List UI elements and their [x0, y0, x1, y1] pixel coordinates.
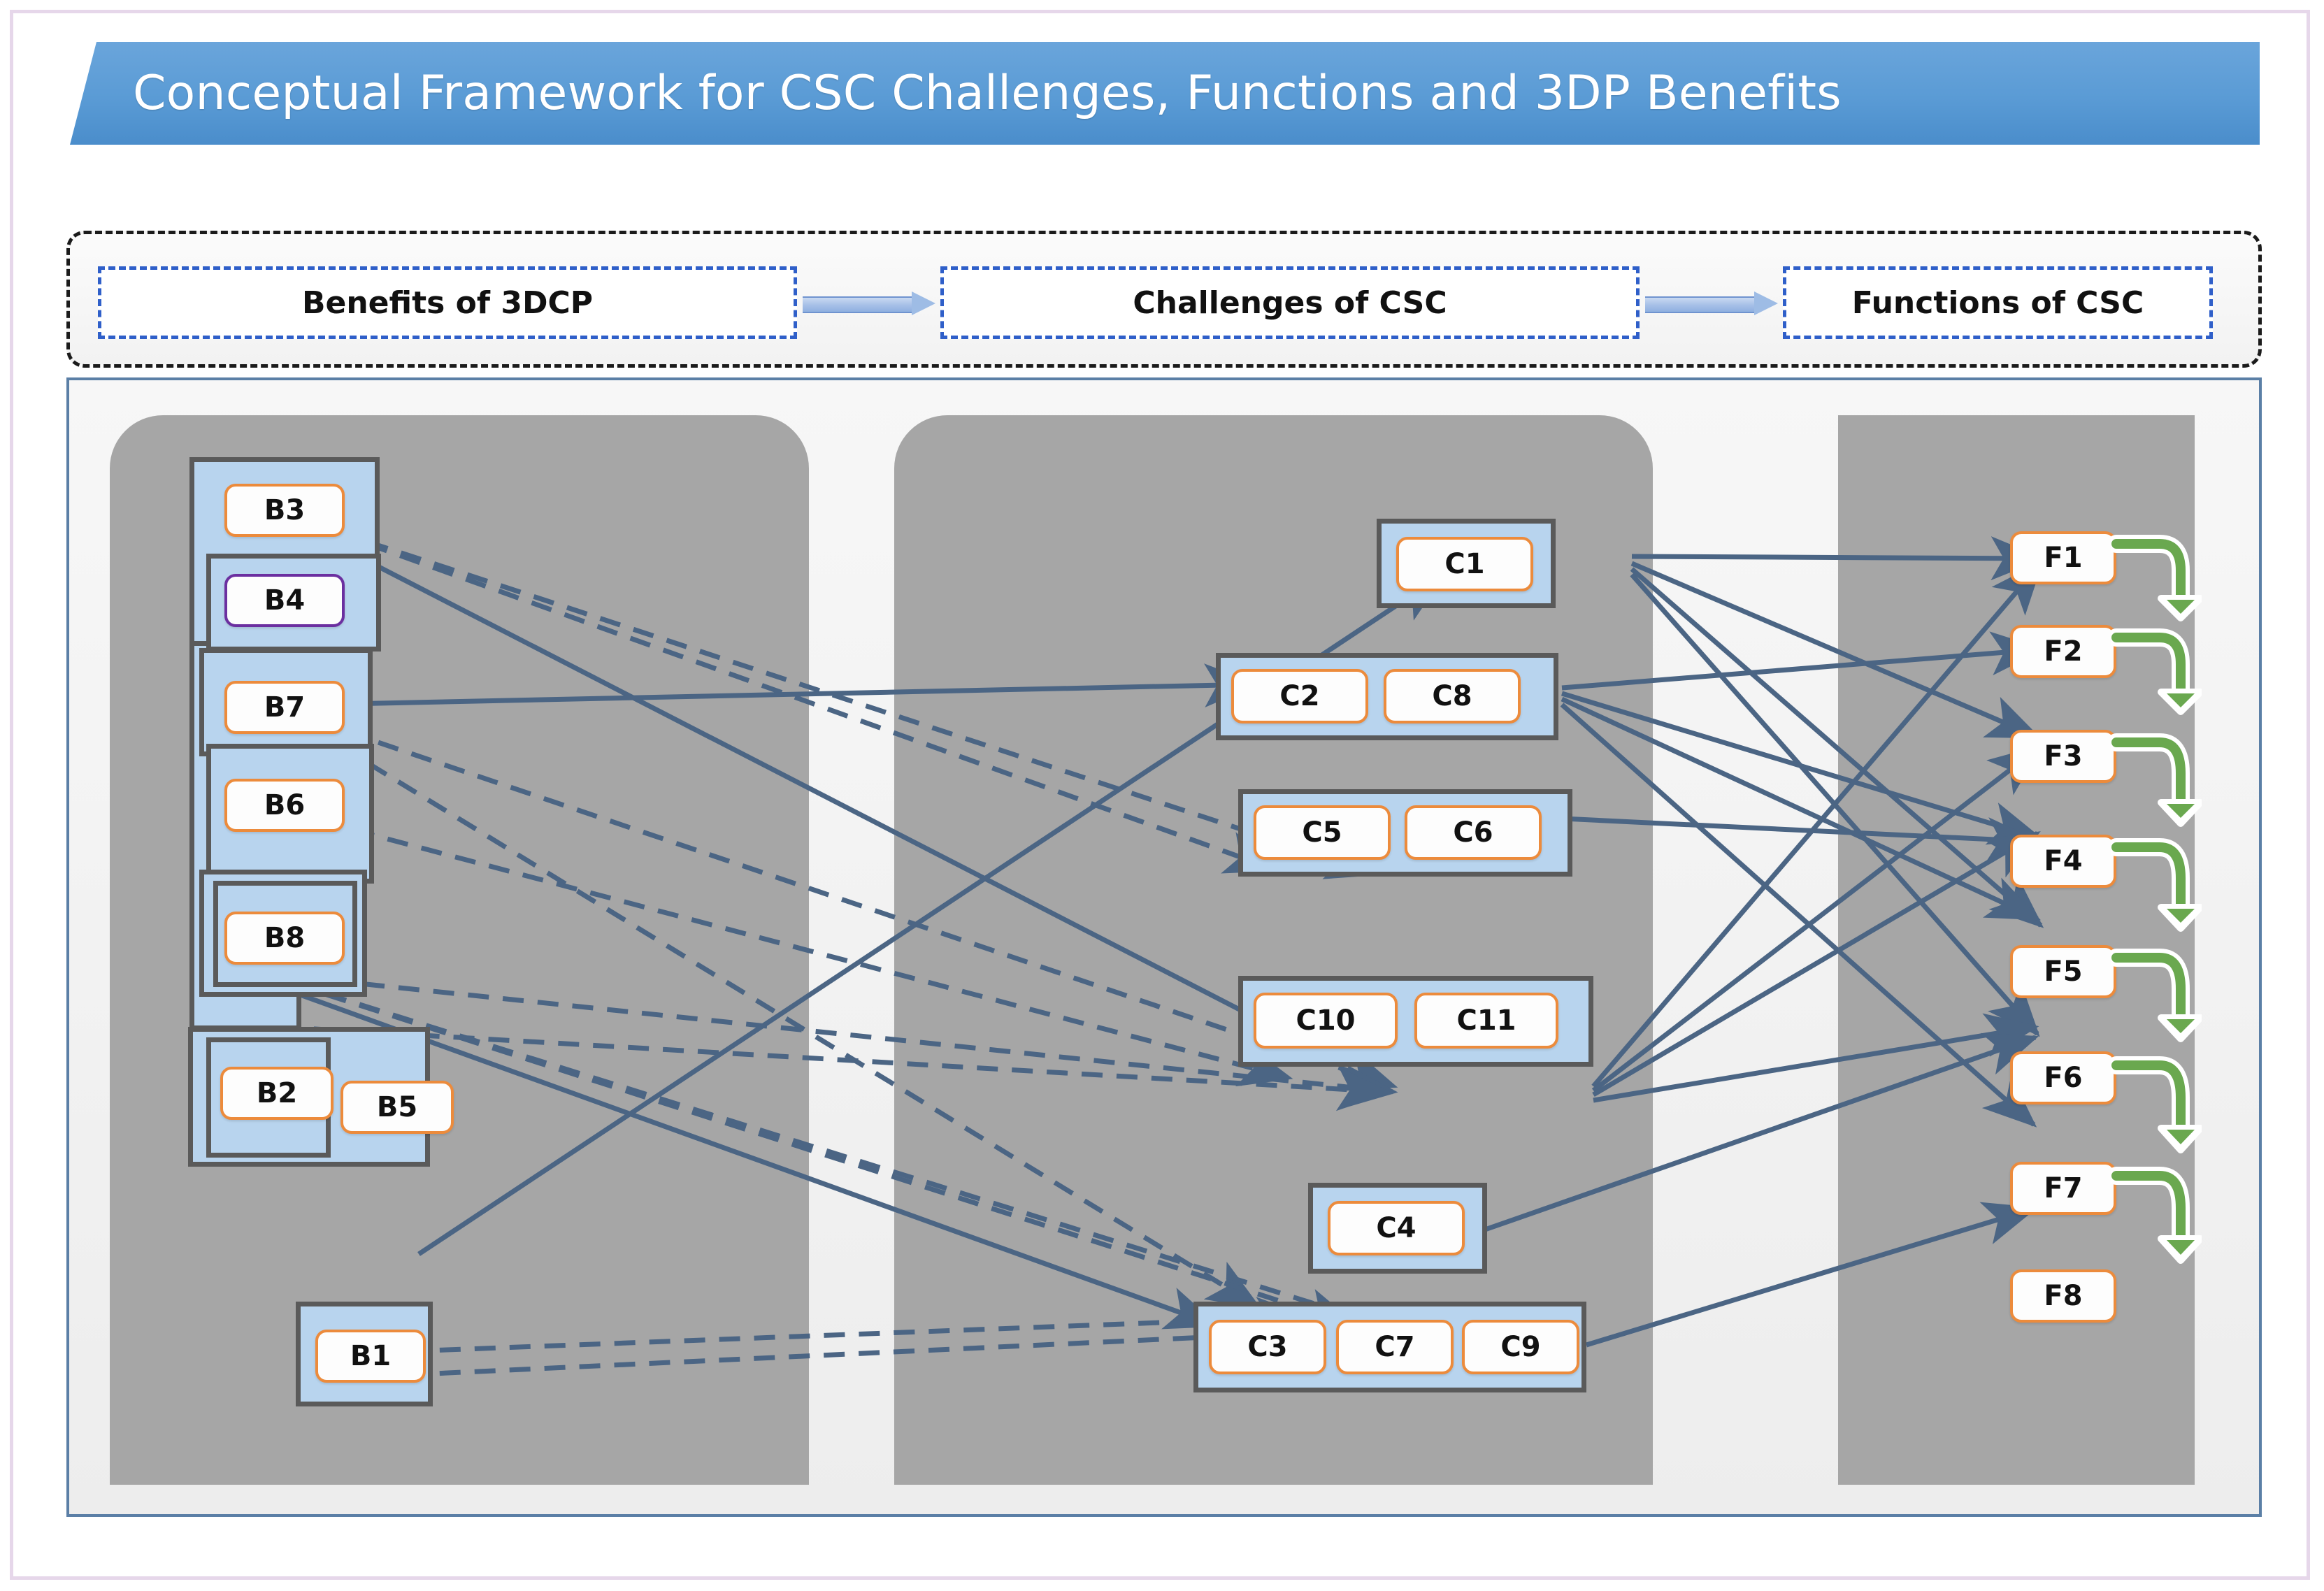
node-f2[interactable]: F2	[2010, 625, 2116, 678]
main-body-panel: B3 B4 B7 B6 B8 B2 B5 B1 C1 C2 C8 C5 C6	[66, 377, 2262, 1517]
node-b3[interactable]: B3	[224, 484, 345, 537]
node-f8[interactable]: F8	[2010, 1269, 2116, 1323]
loop-arrow-icon-f6	[2111, 1056, 2202, 1153]
node-f7[interactable]: F7	[2010, 1162, 2116, 1215]
node-c7[interactable]: C7	[1336, 1320, 1454, 1374]
node-f1[interactable]: F1	[2010, 531, 2116, 584]
arrow-shaft	[1645, 296, 1754, 313]
node-c4[interactable]: C4	[1328, 1201, 1465, 1255]
node-b8[interactable]: B8	[224, 912, 345, 965]
loop-arrow-icon-f4	[2111, 838, 2202, 932]
node-c8[interactable]: C8	[1384, 669, 1521, 723]
title-banner: Conceptual Framework for CSC Challenges,…	[70, 42, 2260, 145]
node-c10[interactable]: C10	[1254, 993, 1398, 1049]
node-b4[interactable]: B4	[224, 574, 345, 627]
header-strip: Benefits of 3DCP Challenges of CSC Funct…	[66, 231, 2262, 368]
loop-arrow-icon-f2	[2111, 628, 2202, 715]
node-c2[interactable]: C2	[1231, 669, 1368, 723]
node-c5[interactable]: C5	[1254, 805, 1391, 860]
arrow-right-icon-1	[803, 291, 935, 315]
node-c9[interactable]: C9	[1462, 1320, 1579, 1374]
node-f3[interactable]: F3	[2010, 730, 2116, 783]
arrow-right-icon-2	[1645, 291, 1778, 315]
node-c6[interactable]: C6	[1405, 805, 1542, 860]
arrow-shaft	[803, 296, 912, 313]
header-benefits-box[interactable]: Benefits of 3DCP	[98, 266, 797, 339]
node-f6[interactable]: F6	[2010, 1051, 2116, 1104]
node-b7[interactable]: B7	[224, 681, 345, 734]
loop-arrow-icon-f5	[2111, 949, 2202, 1042]
header-functions-box[interactable]: Functions of CSC	[1783, 266, 2213, 339]
loop-arrow-icon-f7	[2111, 1167, 2202, 1264]
loop-arrow-icon-f1	[2111, 535, 2202, 621]
page-title: Conceptual Framework for CSC Challenges,…	[133, 66, 1842, 121]
loop-arrow-icon-f3	[2111, 733, 2202, 827]
arrow-head	[912, 291, 935, 315]
arrow-head	[1754, 291, 1778, 315]
node-b6[interactable]: B6	[224, 779, 345, 832]
node-b2[interactable]: B2	[220, 1067, 333, 1120]
node-c3[interactable]: C3	[1209, 1320, 1326, 1374]
node-b5[interactable]: B5	[340, 1081, 454, 1134]
node-c1[interactable]: C1	[1396, 537, 1533, 591]
node-f4[interactable]: F4	[2010, 835, 2116, 888]
header-challenges-box[interactable]: Challenges of CSC	[940, 266, 1640, 339]
node-f5[interactable]: F5	[2010, 945, 2116, 998]
node-c11[interactable]: C11	[1414, 993, 1558, 1049]
node-b1[interactable]: B1	[315, 1330, 426, 1383]
